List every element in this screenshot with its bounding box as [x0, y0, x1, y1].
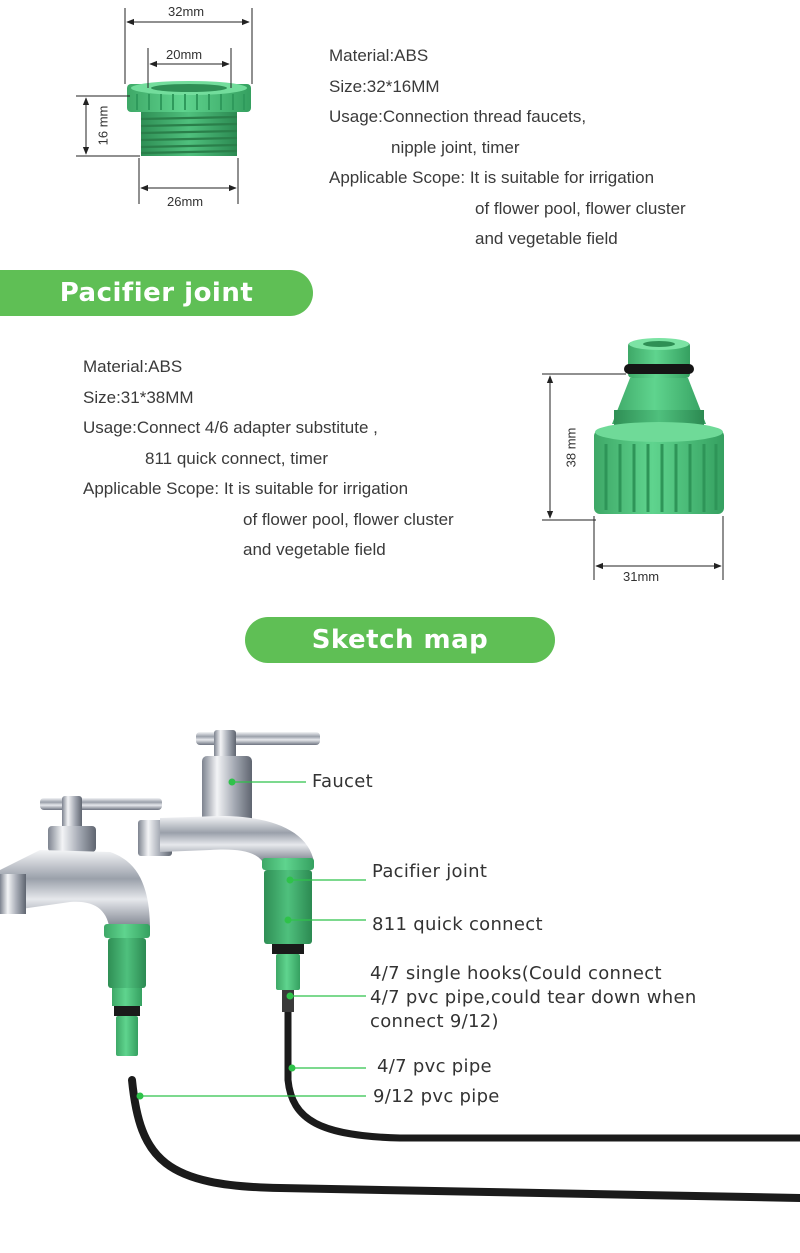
label-line: connect 9/12) [370, 1011, 499, 1032]
label-811-quick-connect: 811 quick connect [372, 914, 543, 935]
pacifier-spec: Material:ABS Size:31*38MM Usage:Connect … [83, 352, 454, 566]
spec-scope-cont: and vegetable field [475, 229, 618, 248]
dim-pacifier-width: 31mm [623, 569, 660, 584]
sketch-map-illustration [0, 730, 800, 1202]
spec-usage: Usage:Connection thread faucets, [329, 107, 587, 126]
label-faucet: Faucet [312, 771, 373, 792]
spec-usage: Usage:Connect 4/6 adapter substitute , [83, 418, 378, 437]
pacifier-joint-product-image [542, 338, 724, 580]
spec-scope: Applicable Scope: It is suitable for irr… [329, 168, 655, 187]
spec-size: Size:31*38MM [83, 387, 194, 407]
spec-material: Material:ABS [83, 357, 183, 376]
spec-scope: Applicable Scope: It is suitable for irr… [83, 479, 409, 498]
spec-usage-cont: 811 quick connect, timer [145, 448, 328, 468]
label-pacifier-joint: Pacifier joint [372, 861, 488, 882]
dim-bottom-width: 26mm [167, 194, 204, 209]
pacifier-joint-banner: Pacifier joint [0, 270, 313, 316]
dim-pacifier-height: 38 mm [563, 427, 579, 468]
label-47-pvc-pipe: 4/7 pvc pipe [377, 1056, 492, 1077]
spec-usage-cont: nipple joint, timer [391, 137, 520, 157]
label-line: 4/7 pvc pipe,could tear down when [370, 987, 697, 1008]
spec-size: Size:32*16MM [329, 76, 440, 96]
spec-scope-cont: of flower pool, flower cluster [243, 509, 454, 529]
spec-material: Material:ABS [329, 46, 429, 65]
label-line: 4/7 single hooks(Could connect [370, 963, 662, 984]
dim-inner-width: 20mm [166, 47, 203, 62]
spec-scope-cont: of flower pool, flower cluster [475, 198, 686, 218]
adapter-product-image [76, 8, 253, 204]
dim-top-width: 32mm [168, 4, 205, 19]
sketch-map-banner: Sketch map [245, 617, 555, 663]
label-single-hooks: 4/7 single hooks(Could connect 4/7 pvc p… [370, 962, 697, 1034]
spec-scope-cont: and vegetable field [243, 540, 386, 559]
adapter-spec: Material:ABS Size:32*16MM Usage:Connecti… [329, 41, 686, 255]
label-912-pvc-pipe: 9/12 pvc pipe [373, 1086, 500, 1107]
dim-height: 16 mm [95, 105, 111, 146]
